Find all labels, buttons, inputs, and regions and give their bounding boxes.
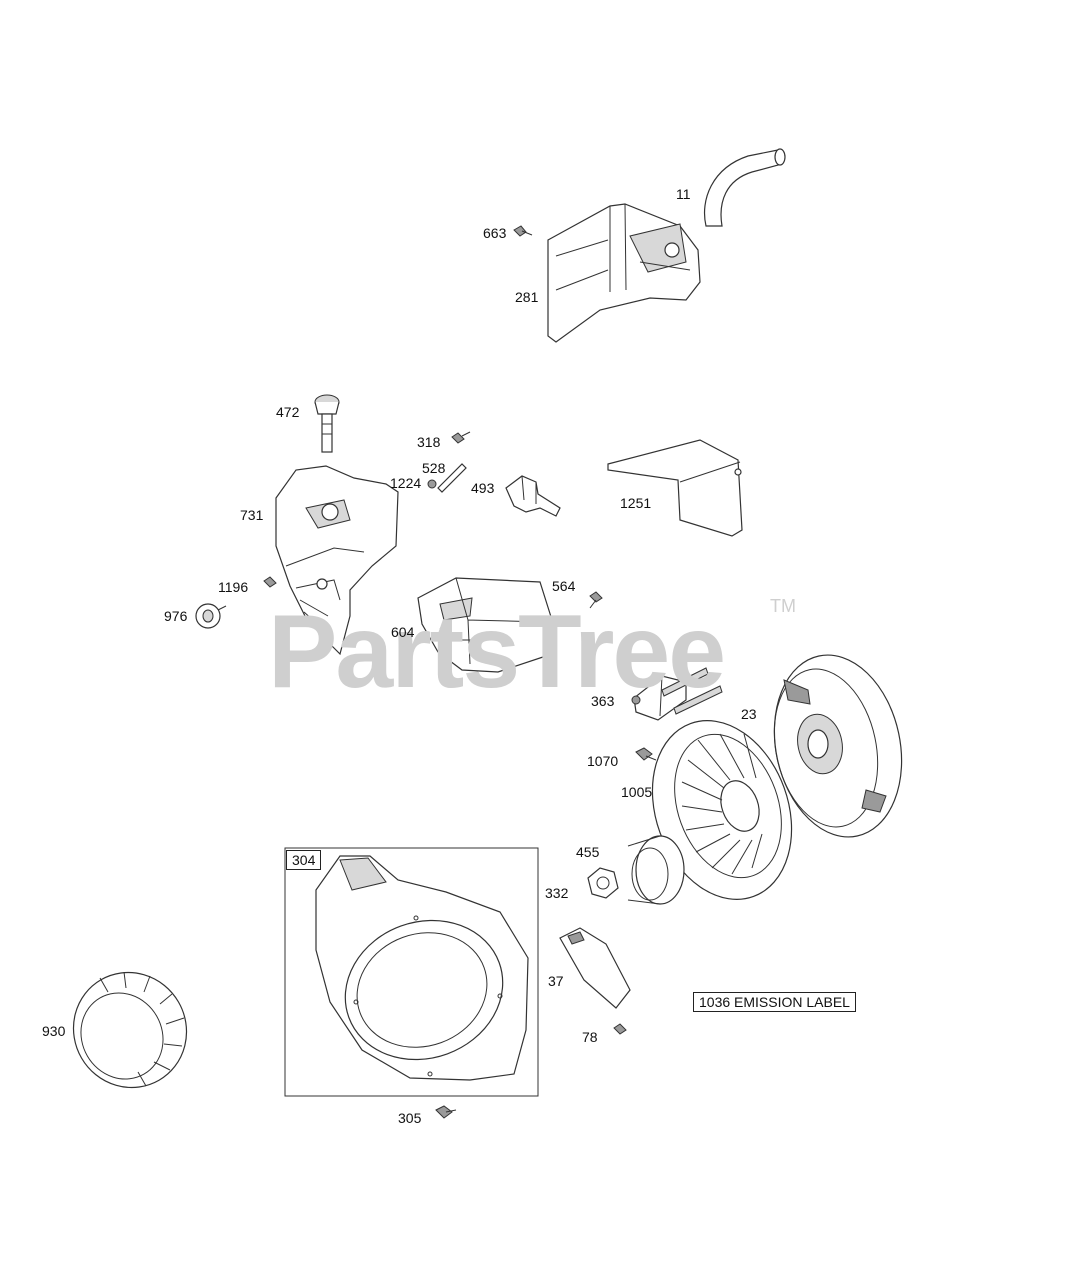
part-363-coil (631, 667, 723, 721)
callout-455: 455 (576, 844, 600, 860)
watermark-tm: TM (770, 596, 796, 616)
callout-1070: 1070 (587, 753, 619, 769)
callout-976: 976 (164, 608, 188, 624)
part-1196-screw (263, 576, 277, 588)
part-976-knob (195, 603, 227, 629)
callout-930: 930 (42, 1023, 66, 1039)
watermark-text: PartsTree (268, 594, 726, 710)
callout-663: 663 (483, 225, 507, 241)
callout-528: 528 (422, 460, 446, 476)
part-1070-screw (635, 747, 657, 761)
callout-281: 281 (515, 289, 539, 305)
part-731-housing (275, 465, 399, 656)
part-78-screw (613, 1023, 627, 1035)
callout-731: 731 (240, 507, 264, 523)
part-1224-clip (427, 479, 437, 489)
part-1005-fan (651, 720, 793, 900)
part-23-flywheel (773, 654, 903, 838)
part-564-screw (589, 591, 603, 609)
callout-318: 318 (417, 434, 441, 450)
part-1251-shield (607, 439, 743, 537)
callout-363: 363 (591, 693, 615, 709)
callout-305: 305 (398, 1110, 422, 1126)
assembly-304-box (284, 847, 539, 1097)
part-304-blower-housing (315, 855, 529, 1081)
part-318-screw (451, 431, 471, 444)
part-37-plate (559, 927, 631, 1009)
part-930-screen (72, 971, 188, 1089)
callout-11: 11 (676, 186, 691, 202)
part-663-screw (513, 225, 533, 237)
part-472-cap (314, 394, 340, 453)
callout-604: 604 (391, 624, 415, 640)
part-332-nut (587, 867, 619, 899)
callout-493: 493 (471, 480, 495, 496)
part-604-shroud (417, 577, 553, 673)
callout-472: 472 (276, 404, 300, 420)
part-305-screw (435, 1105, 457, 1119)
part-11-tube (704, 148, 786, 227)
callout-1251: 1251 (620, 495, 652, 511)
callout-564: 564 (552, 578, 576, 594)
part-455-cup (627, 835, 685, 905)
callout-1224: 1224 (390, 475, 422, 491)
callout-23: 23 (741, 706, 757, 722)
part-528-hose (437, 463, 467, 493)
part-493-bracket (505, 475, 561, 517)
callout-78: 78 (582, 1029, 598, 1045)
callout-37: 37 (548, 973, 564, 989)
callout-1036-emission-label: 1036 EMISSION LABEL (693, 992, 856, 1012)
part-281-baffle (547, 203, 701, 343)
callout-1196: 1196 (218, 579, 249, 595)
callout-1005: 1005 (621, 784, 653, 800)
callout-332: 332 (545, 885, 569, 901)
callout-304-boxed: 304 (286, 850, 322, 870)
